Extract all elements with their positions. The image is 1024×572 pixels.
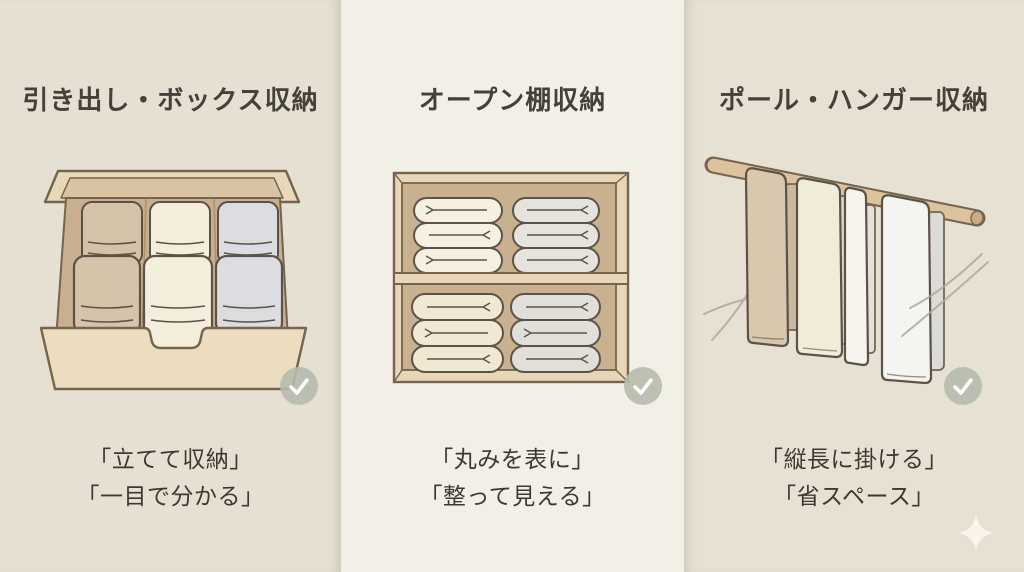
check-badge — [280, 367, 318, 405]
captions-pole: 「縦長に掛ける」 「省スペース」 — [684, 441, 1024, 515]
airflow-lines-right — [901, 253, 989, 337]
pole-end-cap — [970, 210, 984, 226]
towel-stack-bottom-gray — [510, 293, 601, 373]
caption-line: 「丸みを表に」 — [430, 446, 595, 472]
captions-shelf: 「丸みを表に」 「整って見える」 — [341, 441, 684, 515]
panel-title-drawer: 引き出し・ボックス収納 — [22, 85, 319, 115]
drawer-illustration — [39, 169, 308, 391]
towel-standing-back-beige — [81, 201, 143, 265]
towel-stack-top-cream — [413, 197, 503, 274]
check-icon — [289, 378, 309, 395]
pole-illustration — [703, 156, 989, 385]
shelf-illustration — [392, 171, 630, 384]
caption-line: 「一目で分かる」 — [76, 483, 265, 509]
caption-line: 「省スペース」 — [773, 483, 935, 509]
towel-stack-top-gray — [512, 197, 600, 274]
panel-drawer-box: 引き出し・ボックス収納 — [0, 0, 341, 572]
towel-standing-back-cream — [149, 201, 211, 265]
drawer-rim — [43, 169, 301, 204]
hanging-towel-cream — [795, 177, 852, 359]
captions-drawer: 「立てて収納」 「一目で分かる」 — [0, 441, 341, 515]
shelf-board — [393, 272, 629, 285]
hanging-towel-beige — [744, 167, 802, 348]
caption-line: 「整って見える」 — [419, 483, 606, 509]
drawer-front-panel — [39, 326, 308, 391]
check-icon — [953, 378, 973, 395]
check-badge — [624, 367, 662, 405]
towel-stack-bottom-cream — [411, 293, 504, 373]
panel-open-shelf: オープン棚収納 — [341, 0, 684, 572]
towel-standing-front-beige — [72, 254, 142, 336]
caption-line: 「立てて収納」 — [88, 446, 253, 472]
panel-pole-hanger: ポール・ハンガー収納 — [684, 0, 1024, 572]
panel-title-shelf: オープン棚収納 — [418, 85, 607, 115]
sparkle-icon — [958, 515, 994, 551]
shelf-corner-lines — [393, 172, 629, 383]
check-icon — [633, 378, 653, 395]
caption-line: 「縦長に掛ける」 — [760, 446, 948, 472]
towel-standing-front-gray — [214, 254, 284, 336]
hanging-towel-narrow-white — [843, 186, 876, 367]
panel-title-pole: ポール・ハンガー収納 — [718, 85, 989, 115]
check-badge — [944, 367, 982, 405]
hanging-towel-white — [880, 194, 945, 385]
towel-standing-back-gray — [217, 201, 279, 265]
